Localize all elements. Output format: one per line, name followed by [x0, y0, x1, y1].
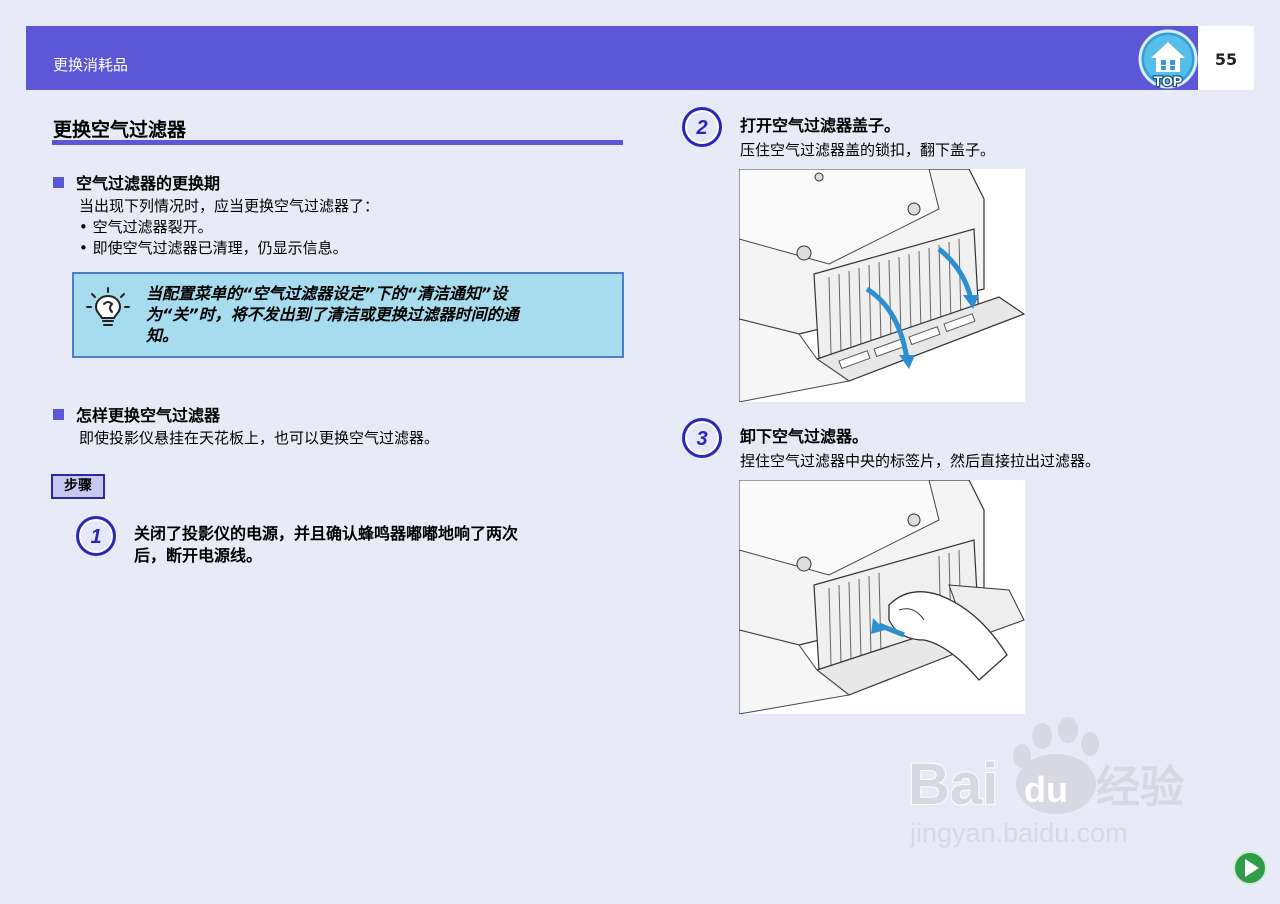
- step-3-number-icon: 3: [680, 416, 724, 460]
- svg-text:2: 2: [695, 117, 707, 139]
- step-2-description: 压住空气过滤器盖的锁扣，翻下盖子。: [740, 141, 996, 159]
- top-home-icon[interactable]: TOP: [1137, 28, 1199, 90]
- header-bar: 更换消耗品: [26, 26, 1198, 90]
- steps-badge: 步骤: [51, 474, 105, 499]
- baidu-jingyan-watermark: Bai du 经验 jingyan.baidu.com: [906, 712, 1206, 862]
- remove-filter-illustration: [739, 480, 1025, 714]
- how-to-heading: 怎样更换空气过滤器: [53, 402, 220, 426]
- svg-text:3: 3: [696, 428, 707, 450]
- square-bullet-icon: [53, 177, 64, 188]
- tip-note-text: 当配置菜单的“空气过滤器设定”下的“清洁通知”设 为“关”时，将不发出到了清洁或…: [146, 284, 519, 345]
- chapter-title: 更换消耗品: [53, 56, 129, 74]
- step-1-text: 关闭了投影仪的电源，并且确认蜂鸣器嘟嘟地响了两次 后，断开电源线。: [134, 524, 519, 565]
- svg-text:经验: 经验: [1096, 762, 1184, 813]
- replacement-bullet-1: • 空气过滤器裂开。: [79, 218, 213, 236]
- svg-text:du: du: [1024, 769, 1068, 810]
- svg-text:1: 1: [90, 526, 101, 548]
- tip-note-box: 当配置菜单的“空气过滤器设定”下的“清洁通知”设 为“关”时，将不发出到了清洁或…: [72, 272, 624, 358]
- step-2-title: 打开空气过滤器盖子。: [740, 116, 901, 135]
- replacement-period-intro: 当出现下列情况时，应当更换空气过滤器了：: [79, 197, 380, 215]
- paw-icon: [1013, 717, 1099, 814]
- section-divider: [52, 140, 623, 145]
- svg-text:jingyan.baidu.com: jingyan.baidu.com: [909, 818, 1128, 848]
- open-filter-cover-illustration: [739, 169, 1025, 402]
- replacement-period-heading: 空气过滤器的更换期: [53, 170, 220, 194]
- how-to-text: 即使投影仪悬挂在天花板上，也可以更换空气过滤器。: [79, 429, 440, 447]
- step-2-number-icon: 2: [680, 105, 724, 149]
- step-3-description: 捏住空气过滤器中央的标签片，然后直接拉出过滤器。: [740, 452, 1101, 470]
- lightbulb-tip-icon: [86, 286, 130, 330]
- step-1-number-icon: 1: [74, 514, 118, 558]
- replacement-bullet-2: • 即使空气过滤器已清理，仍显示信息。: [79, 239, 348, 257]
- step-3-title: 卸下空气过滤器。: [740, 427, 869, 446]
- section-title: 更换空气过滤器: [53, 119, 187, 141]
- top-icon-label: TOP: [1154, 73, 1183, 89]
- next-page-arrow-icon[interactable]: [1232, 850, 1268, 886]
- square-bullet-icon: [53, 409, 64, 420]
- page-number-box: 55: [1198, 26, 1254, 90]
- page-number: 55: [1214, 50, 1238, 69]
- svg-text:Bai: Bai: [908, 752, 998, 817]
